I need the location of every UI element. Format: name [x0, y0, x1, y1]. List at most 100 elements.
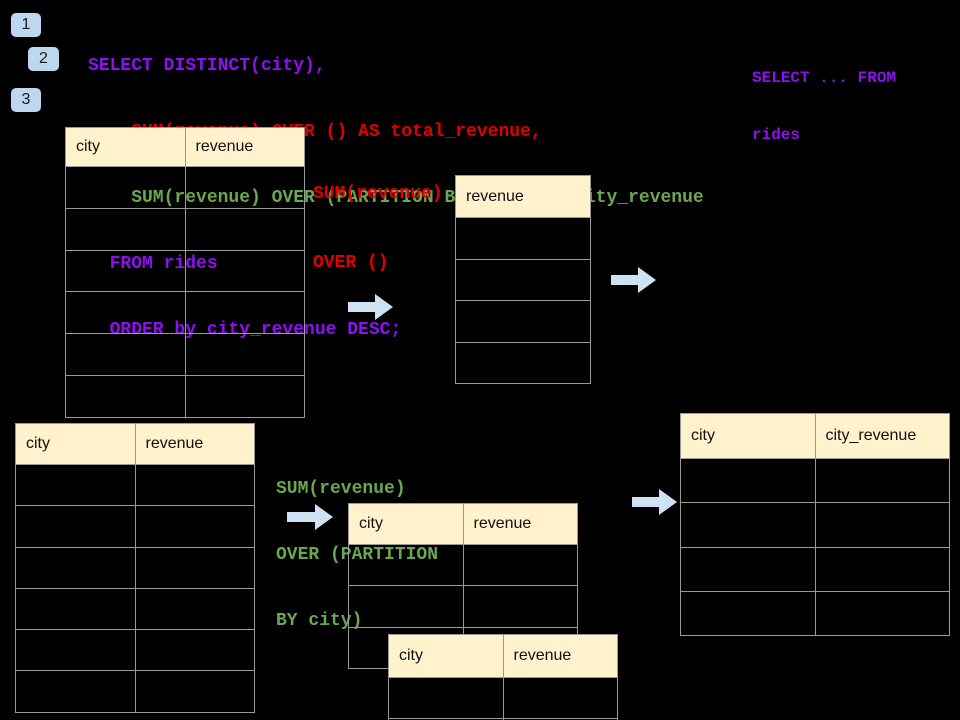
- table-cell: [456, 218, 591, 260]
- column-header-revenue: revenue: [503, 635, 618, 678]
- table-total-revenue: revenue: [455, 175, 591, 384]
- table-cell: [815, 503, 950, 548]
- arrow-to-city-revenue-icon: [632, 489, 677, 515]
- table-body: [681, 459, 950, 637]
- table-cell: [16, 630, 136, 672]
- column-header-city: city: [66, 128, 186, 167]
- table-source-rides-top: city revenue: [65, 127, 305, 418]
- annotation-line: SUM(revenue): [276, 479, 406, 499]
- column-header-revenue: revenue: [456, 176, 591, 218]
- step-badge-1: 1: [11, 13, 41, 37]
- table-partition-2: city revenue: [388, 634, 618, 720]
- table-row: [66, 167, 305, 209]
- column-header-revenue: revenue: [185, 128, 305, 167]
- table-cell: [66, 167, 186, 209]
- arrow-from-total-revenue-icon: [611, 267, 656, 293]
- side-note-select-from-rides: SELECT ... FROM rides: [752, 31, 896, 183]
- table-cell: [349, 586, 464, 628]
- table-cell: [456, 301, 591, 343]
- table-city-revenue: city city_revenue: [680, 413, 950, 637]
- table-cell: [185, 375, 305, 418]
- sql-line-from: FROM rides: [88, 254, 218, 274]
- table-row: [681, 591, 950, 637]
- table-body: [66, 167, 305, 418]
- table-cell: [16, 506, 136, 548]
- annotation-line: SUM(revenue): [313, 184, 443, 204]
- table-row: [349, 545, 578, 587]
- arrow-to-partition-tables-icon: [287, 504, 333, 530]
- annotation-line: OVER (PARTITION: [276, 545, 439, 565]
- table-cell: [66, 208, 186, 251]
- table-row: [66, 292, 305, 335]
- table-header-row: city revenue: [16, 424, 255, 465]
- table-cell: [66, 375, 186, 418]
- table-row: [66, 250, 305, 293]
- table-row: [681, 459, 950, 504]
- table-body: [16, 465, 255, 713]
- table-row: [66, 208, 305, 251]
- table-cell: [185, 250, 305, 293]
- table-header-row: revenue: [456, 176, 591, 218]
- table-cell: [815, 591, 950, 637]
- table-cell: [135, 671, 255, 713]
- table-row: [456, 301, 591, 343]
- column-header-city: city: [389, 635, 504, 678]
- table-cell: [16, 671, 136, 713]
- table-cell: [135, 588, 255, 631]
- arrow-to-total-revenue-icon: [348, 294, 393, 320]
- table-cell: [185, 167, 305, 209]
- table-cell: [681, 547, 816, 592]
- table-header-row: city city_revenue: [681, 414, 950, 459]
- table-row: [456, 218, 591, 260]
- table-header-row: city revenue: [389, 635, 618, 678]
- table-row: [456, 259, 591, 301]
- table-header-row: city revenue: [66, 128, 305, 167]
- table-cell: [463, 545, 578, 587]
- column-header-city: city: [681, 414, 816, 459]
- table-body: [456, 218, 591, 384]
- column-header-revenue: revenue: [463, 504, 578, 545]
- table-row: [681, 547, 950, 592]
- table-row: [16, 671, 255, 713]
- table-row: [349, 586, 578, 628]
- table-row: [66, 375, 305, 418]
- table-cell: [815, 547, 950, 592]
- table-body: [389, 678, 618, 720]
- table-cell: [66, 292, 186, 335]
- table-cell: [135, 547, 255, 589]
- side-note-line: rides: [752, 126, 801, 144]
- table-cell: [185, 292, 305, 335]
- table-row: [16, 630, 255, 672]
- table-cell: [185, 208, 305, 251]
- table-partition-1: city revenue: [348, 503, 578, 669]
- table-row: [389, 678, 618, 719]
- table-row: [16, 588, 255, 631]
- column-header-city: city: [349, 504, 464, 545]
- table-cell: [503, 678, 618, 719]
- table-row: [66, 334, 305, 376]
- table-cell: [16, 588, 136, 631]
- annotation-total-revenue: SUM(revenue) OVER (): [313, 137, 443, 321]
- table-cell: [389, 678, 504, 719]
- side-note-line: SELECT ... FROM: [752, 69, 897, 87]
- table-cell: [815, 459, 950, 504]
- table-cell: [135, 506, 255, 548]
- column-header-city-revenue: city_revenue: [815, 414, 950, 459]
- table-row: [681, 503, 950, 548]
- table-source-rides-bottom: city revenue: [15, 423, 255, 713]
- table-cell: [135, 630, 255, 672]
- step-badge-3: 3: [11, 88, 41, 112]
- table-cell: [681, 459, 816, 504]
- table-cell: [135, 465, 255, 507]
- sql-line-select: SELECT DISTINCT(city),: [88, 56, 326, 76]
- step-badge-2: 2: [28, 47, 59, 71]
- column-header-city: city: [16, 424, 136, 465]
- table-cell: [456, 342, 591, 384]
- table-row: [456, 342, 591, 384]
- column-header-revenue: revenue: [135, 424, 255, 465]
- table-row: [16, 547, 255, 589]
- table-row: [16, 465, 255, 507]
- annotation-line: OVER (): [313, 253, 389, 273]
- table-cell: [349, 545, 464, 587]
